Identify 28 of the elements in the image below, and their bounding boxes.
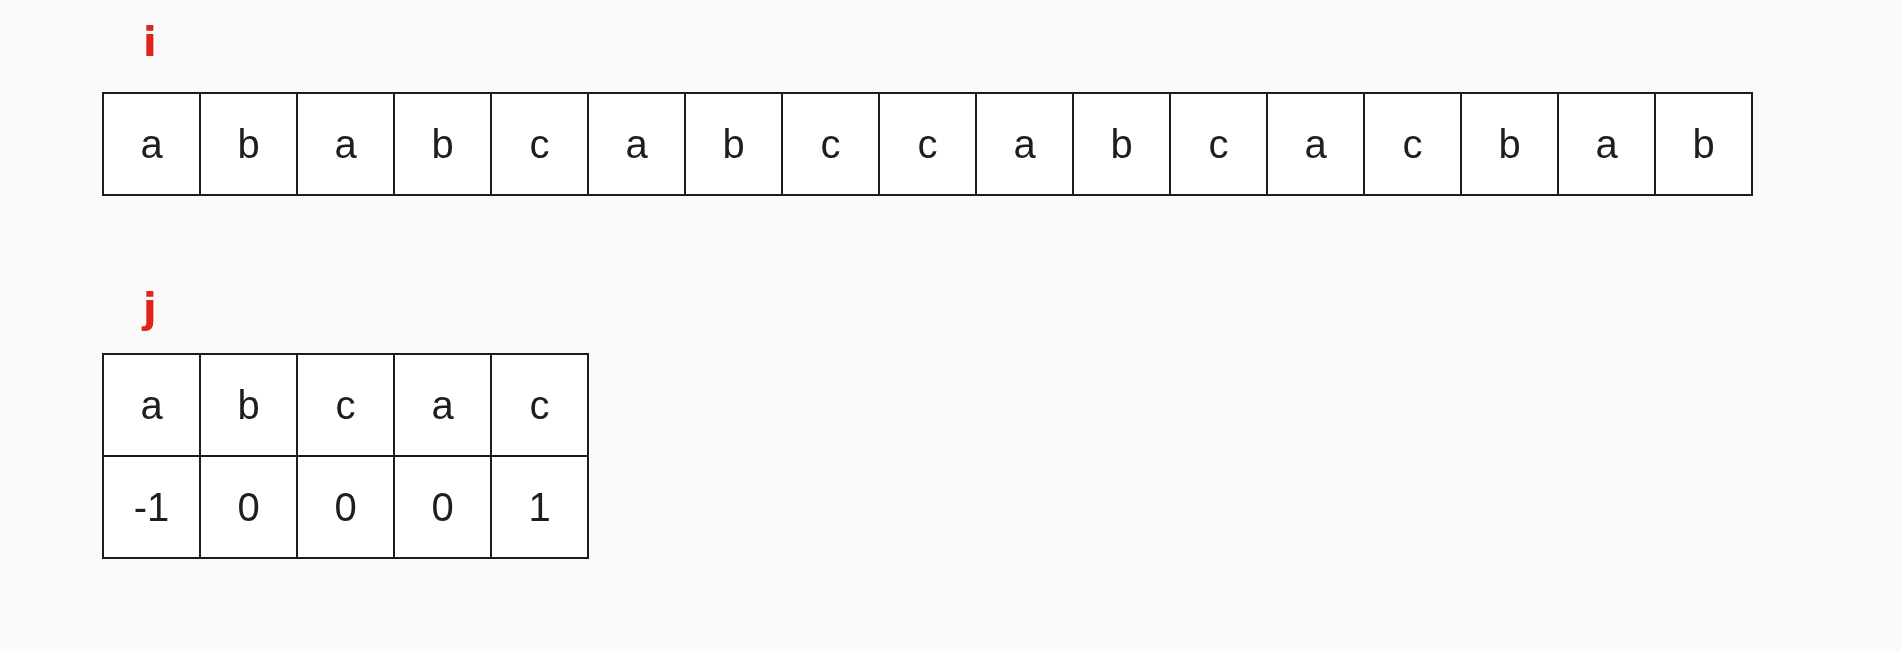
table-cell: a <box>296 92 395 196</box>
table-cell: a <box>102 353 201 457</box>
table-cell: -1 <box>102 455 201 559</box>
table-cell: c <box>1363 92 1462 196</box>
table-cell: b <box>1072 92 1171 196</box>
table-cell: b <box>1460 92 1559 196</box>
table-cell: b <box>1654 92 1753 196</box>
table-cell: a <box>1557 92 1656 196</box>
table-cell: 1 <box>490 455 589 559</box>
table-cell: b <box>393 92 492 196</box>
table-cell: b <box>199 353 298 457</box>
table-cell: c <box>1169 92 1268 196</box>
table-cell: a <box>1266 92 1365 196</box>
table-cell: 0 <box>296 455 395 559</box>
table-cell: a <box>587 92 686 196</box>
table-cell: a <box>393 353 492 457</box>
table-cell: c <box>490 92 589 196</box>
pointer-label: i <box>143 22 157 62</box>
table-cell: a <box>975 92 1074 196</box>
table-cell: b <box>199 92 298 196</box>
table-cell: c <box>878 92 977 196</box>
table-cell: b <box>684 92 783 196</box>
table-cell: c <box>296 353 395 457</box>
table-cell: a <box>102 92 201 196</box>
table-cell: 0 <box>199 455 298 559</box>
table-cell: c <box>490 353 589 457</box>
table-cell: c <box>781 92 880 196</box>
table-cell: 0 <box>393 455 492 559</box>
